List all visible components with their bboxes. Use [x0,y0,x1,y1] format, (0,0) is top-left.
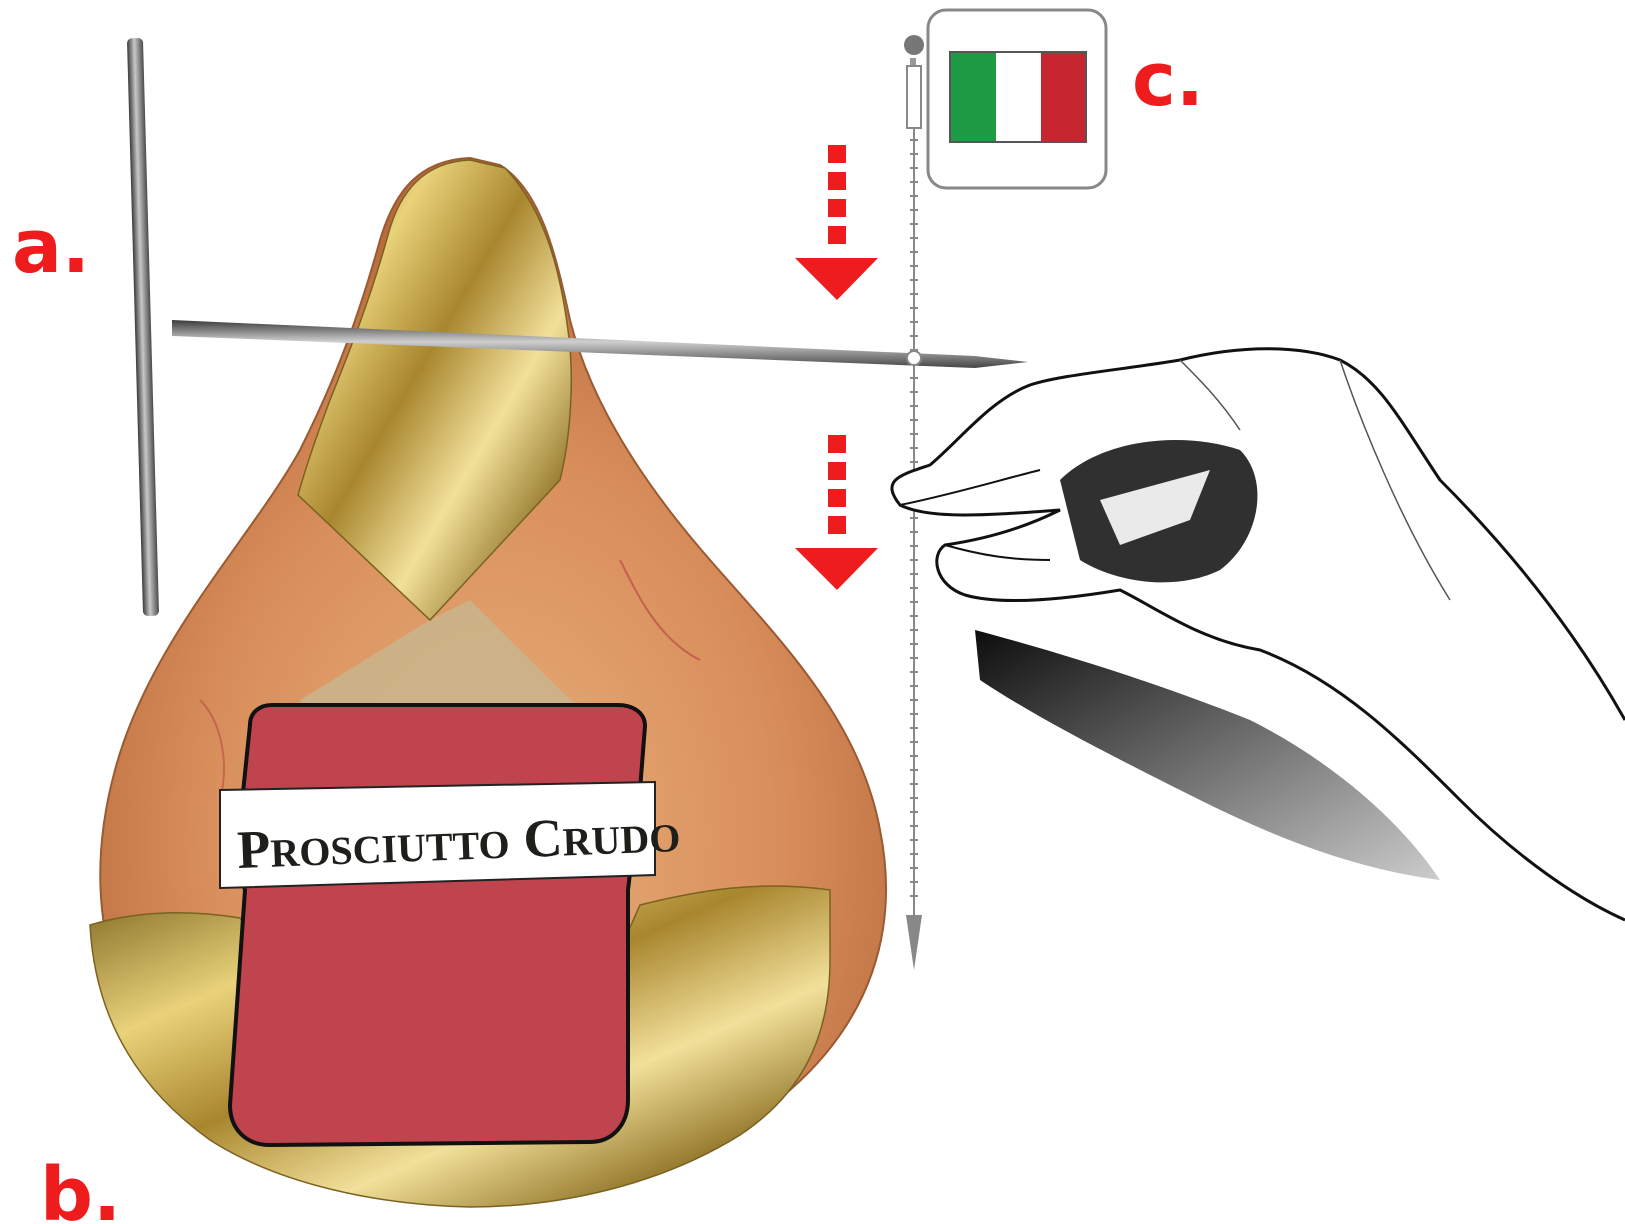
panel-letter-c: c. [1132,37,1204,123]
tag-icon [928,10,1106,188]
spike-handle [127,38,159,616]
dashed-down-arrow-icon [795,145,878,300]
italian-flag-icon [951,53,1085,141]
panel-letter-b: b. [40,1152,121,1224]
dashed-down-arrow-icon [795,435,878,590]
hand-sketch [892,349,1625,920]
panel-letter-a: a. [12,204,90,290]
spike-shaft [172,320,1028,368]
